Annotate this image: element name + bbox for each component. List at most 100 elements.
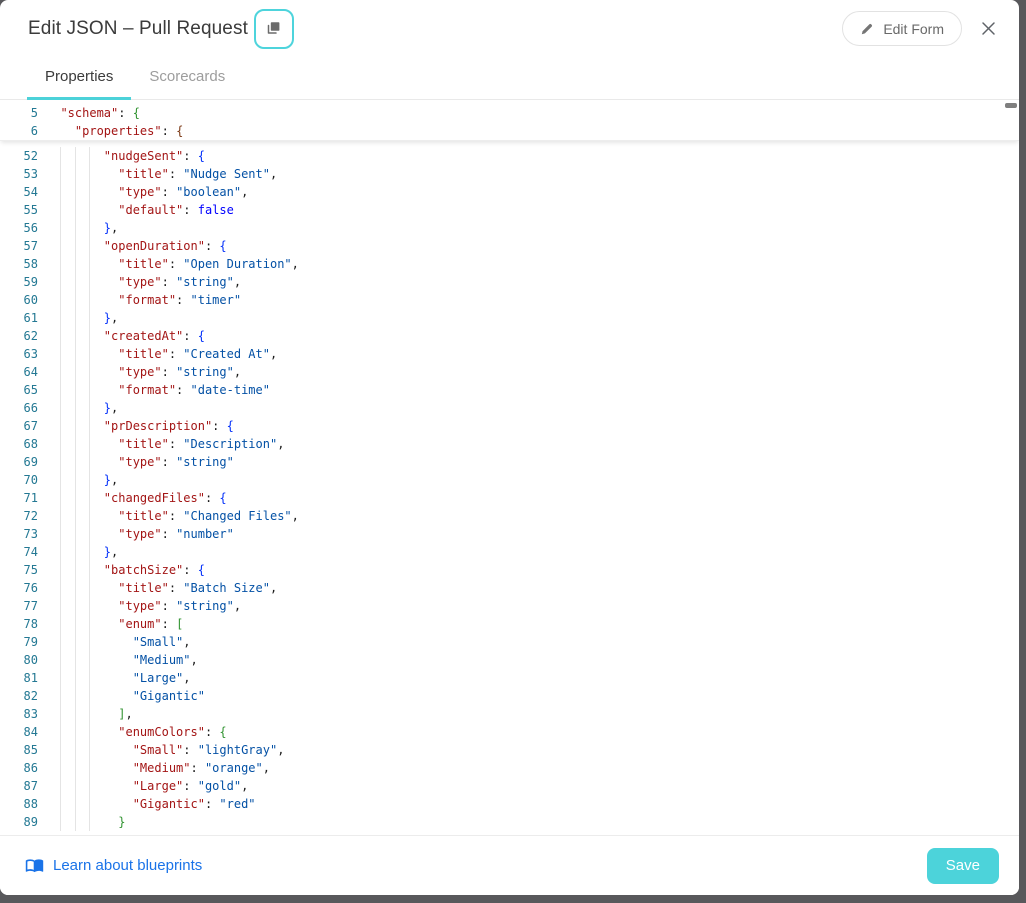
code-line[interactable]: 55 "default": false	[0, 201, 1019, 219]
line-number: 59	[23, 275, 38, 289]
line-number: 87	[23, 779, 38, 793]
save-button[interactable]: Save	[926, 847, 999, 884]
code-line[interactable]: 80 "Medium",	[0, 651, 1019, 669]
code-line[interactable]: 88 "Gigantic": "red"	[0, 795, 1019, 813]
code-line[interactable]: 56 },	[0, 219, 1019, 237]
line-number: 69	[23, 455, 38, 469]
line-number: 67	[23, 419, 38, 433]
code-line[interactable]: 5 "schema": {	[0, 104, 1019, 122]
code-line[interactable]: 58 "title": "Open Duration",	[0, 255, 1019, 273]
code-line[interactable]: 60 "format": "timer"	[0, 291, 1019, 309]
code-text: "schema": {	[60, 106, 140, 120]
code-line[interactable]: 71 "changedFiles": {	[0, 489, 1019, 507]
line-number: 58	[23, 257, 38, 271]
code-text: "enumColors": {	[118, 725, 227, 739]
sticky-header: 5 "schema": {6 "properties": {	[0, 100, 1019, 141]
code-line[interactable]: 66 },	[0, 399, 1019, 417]
code-text: "nudgeSent": {	[103, 149, 205, 163]
code-line[interactable]: 62 "createdAt": {	[0, 327, 1019, 345]
code-line[interactable]: 85 "Small": "lightGray",	[0, 741, 1019, 759]
learn-link-label: Learn about blueprints	[53, 857, 203, 874]
code-line[interactable]: 61 },	[0, 309, 1019, 327]
line-number: 64	[23, 365, 38, 379]
code-text: "properties": {	[74, 124, 184, 138]
pencil-icon	[860, 22, 874, 36]
code-line[interactable]: 59 "type": "string",	[0, 273, 1019, 291]
edit-form-label: Edit Form	[883, 20, 944, 37]
line-number: 73	[23, 527, 38, 541]
learn-about-blueprints-link[interactable]: Learn about blueprints	[25, 857, 202, 874]
line-number: 68	[23, 437, 38, 451]
line-number: 56	[23, 221, 38, 235]
code-text: "batchSize": {	[103, 563, 205, 577]
code-text: },	[103, 311, 119, 325]
close-button[interactable]	[980, 20, 997, 37]
scrollbar-thumb[interactable]	[1005, 103, 1017, 108]
tab-properties[interactable]: Properties	[27, 68, 132, 100]
code-text: "format": "timer"	[118, 293, 242, 307]
code-line[interactable]: 72 "title": "Changed Files",	[0, 507, 1019, 525]
copy-json-button[interactable]	[253, 8, 294, 49]
code-text: "enum": [	[118, 617, 184, 631]
code-line[interactable]: 79 "Small",	[0, 633, 1019, 651]
code-line[interactable]: 81 "Large",	[0, 669, 1019, 687]
line-number: 55	[23, 203, 38, 217]
line-number: 79	[23, 635, 38, 649]
line-number: 80	[23, 653, 38, 667]
code-line[interactable]: 78 "enum": [	[0, 615, 1019, 633]
code-text: }	[118, 815, 126, 829]
code-line[interactable]: 65 "format": "date-time"	[0, 381, 1019, 399]
code-line[interactable]: 74 },	[0, 543, 1019, 561]
line-number: 61	[23, 311, 38, 325]
tab-scorecards[interactable]: Scorecards	[149, 68, 226, 85]
code-text: "type": "number"	[118, 527, 234, 541]
code-line[interactable]: 70 },	[0, 471, 1019, 489]
code-line[interactable]: 63 "title": "Created At",	[0, 345, 1019, 363]
code-text: "default": false	[118, 203, 234, 217]
editor-viewport[interactable]: 52 "nudgeSent": {53 "title": "Nudge Sent…	[0, 141, 1019, 831]
code-text: "Gigantic": "red"	[132, 797, 256, 811]
code-line[interactable]: 86 "Medium": "orange",	[0, 759, 1019, 777]
edit-form-button[interactable]: Edit Form	[842, 11, 962, 46]
code-text: "format": "date-time"	[118, 383, 270, 397]
code-text: "title": "Nudge Sent",	[118, 167, 278, 181]
code-line[interactable]: 89 }	[0, 813, 1019, 831]
line-number: 82	[23, 689, 38, 703]
code-line[interactable]: 69 "type": "string"	[0, 453, 1019, 471]
code-line[interactable]: 53 "title": "Nudge Sent",	[0, 165, 1019, 183]
modal-header: Edit JSON – Pull Request Edit Form	[0, 0, 1019, 57]
code-line[interactable]: 67 "prDescription": {	[0, 417, 1019, 435]
code-text: "changedFiles": {	[103, 491, 227, 505]
code-text: "Medium": "orange",	[132, 761, 270, 775]
indent-guide	[75, 147, 76, 831]
code-line[interactable]: 54 "type": "boolean",	[0, 183, 1019, 201]
code-line[interactable]: 75 "batchSize": {	[0, 561, 1019, 579]
code-line[interactable]: 57 "openDuration": {	[0, 237, 1019, 255]
line-number: 78	[23, 617, 38, 631]
code-text: "type": "string"	[118, 455, 234, 469]
code-line[interactable]: 83 ],	[0, 705, 1019, 723]
tab-bar: Properties Scorecards	[0, 57, 1019, 100]
code-line[interactable]: 68 "title": "Description",	[0, 435, 1019, 453]
line-number: 66	[23, 401, 38, 415]
line-number: 54	[23, 185, 38, 199]
json-editor[interactable]: 5 "schema": {6 "properties": { 52 "nudge…	[0, 100, 1019, 835]
code-line[interactable]: 52 "nudgeSent": {	[0, 147, 1019, 165]
code-line[interactable]: 84 "enumColors": {	[0, 723, 1019, 741]
code-line[interactable]: 77 "type": "string",	[0, 597, 1019, 615]
code-line[interactable]: 6 "properties": {	[0, 122, 1019, 140]
code-line[interactable]: 82 "Gigantic"	[0, 687, 1019, 705]
line-number: 86	[23, 761, 38, 775]
code-line[interactable]: 76 "title": "Batch Size",	[0, 579, 1019, 597]
modal-footer: Learn about blueprints Save	[0, 835, 1019, 895]
code-line[interactable]: 87 "Large": "gold",	[0, 777, 1019, 795]
code-text: ],	[118, 707, 133, 721]
line-number: 6	[30, 124, 38, 138]
book-icon	[25, 858, 44, 874]
line-number: 63	[23, 347, 38, 361]
code-line[interactable]: 64 "type": "string",	[0, 363, 1019, 381]
line-number: 65	[23, 383, 38, 397]
code-line[interactable]: 73 "type": "number"	[0, 525, 1019, 543]
line-number: 84	[23, 725, 38, 739]
